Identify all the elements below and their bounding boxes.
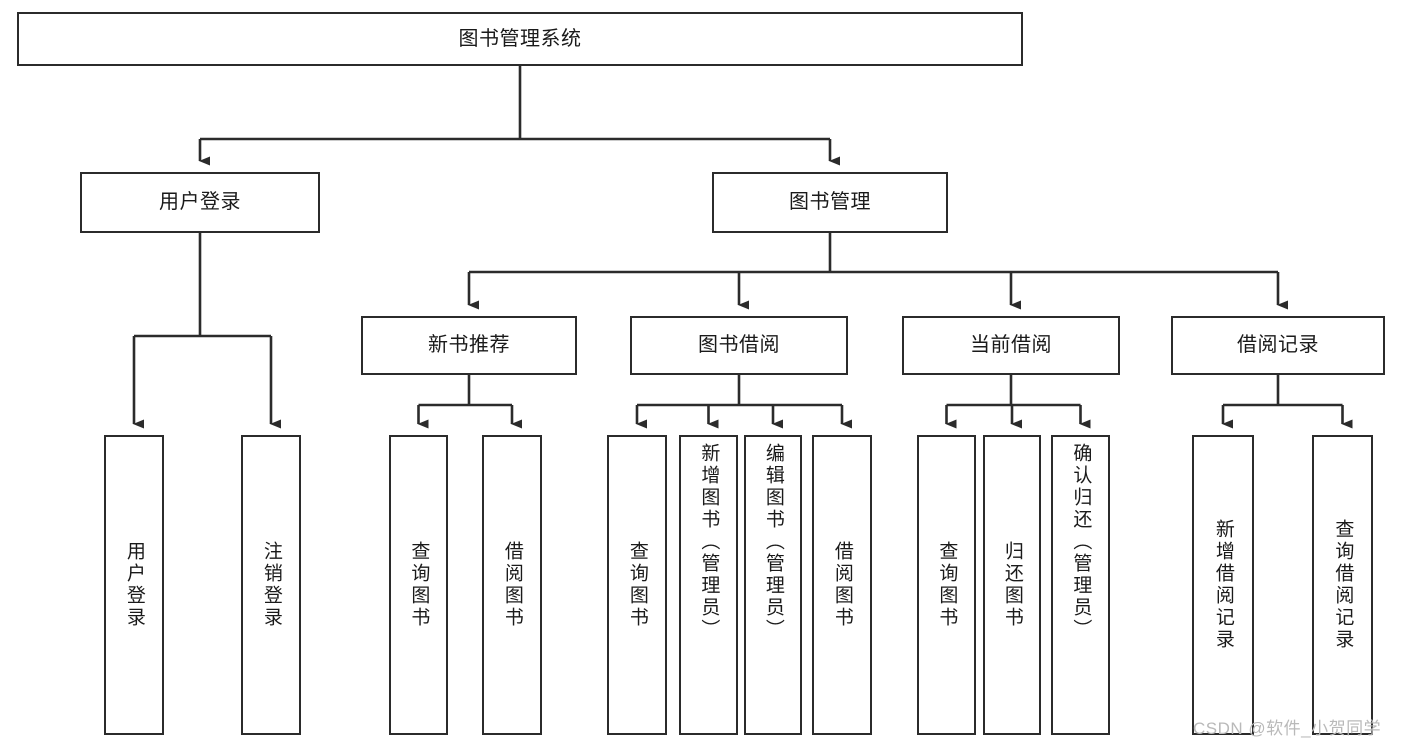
- leaf-borrow-borrow-book[interactable]: 借阅图书: [812, 435, 872, 735]
- leaf-current-query-book[interactable]: 查询图书: [917, 435, 976, 735]
- leaf-record-add-record-label: 新增借阅记录: [1212, 519, 1234, 651]
- node-book-borrow[interactable]: 图书借阅: [630, 316, 848, 375]
- leaf-user-logout[interactable]: 注销登录: [241, 435, 301, 735]
- leaf-borrow-edit-book[interactable]: 编辑图书（管理员）: [744, 435, 802, 735]
- node-current-borrow-label: 当前借阅: [970, 334, 1052, 356]
- leaf-current-confirm-return[interactable]: 确认归还（管理员）: [1051, 435, 1110, 735]
- leaf-borrow-add-book-label: 新增图书（管理员）: [698, 443, 720, 641]
- leaf-recommend-query-book[interactable]: 查询图书: [389, 435, 448, 735]
- node-borrow-record[interactable]: 借阅记录: [1171, 316, 1385, 375]
- node-borrow-record-label: 借阅记录: [1237, 334, 1319, 356]
- leaf-record-query-record[interactable]: 查询借阅记录: [1312, 435, 1373, 735]
- leaf-recommend-query-book-label: 查询图书: [408, 541, 430, 629]
- leaf-user-logout-label: 注销登录: [260, 541, 282, 629]
- leaf-current-return-book-label: 归还图书: [1001, 541, 1023, 629]
- node-book-borrow-label: 图书借阅: [698, 334, 780, 356]
- leaf-borrow-edit-book-label: 编辑图书（管理员）: [762, 443, 784, 641]
- leaf-recommend-borrow-book-label: 借阅图书: [501, 541, 523, 629]
- node-current-borrow[interactable]: 当前借阅: [902, 316, 1120, 375]
- leaf-user-login-label: 用户登录: [123, 541, 145, 629]
- node-new-book-recommendation-label: 新书推荐: [428, 334, 510, 356]
- leaf-borrow-query-book-label: 查询图书: [626, 541, 648, 629]
- leaf-current-confirm-return-label: 确认归还（管理员）: [1070, 443, 1092, 641]
- leaf-current-query-book-label: 查询图书: [936, 541, 958, 629]
- node-book-management[interactable]: 图书管理: [712, 172, 948, 233]
- leaf-recommend-borrow-book[interactable]: 借阅图书: [482, 435, 542, 735]
- leaf-current-return-book[interactable]: 归还图书: [983, 435, 1041, 735]
- leaf-user-login[interactable]: 用户登录: [104, 435, 164, 735]
- node-root-label: 图书管理系统: [458, 27, 582, 50]
- node-root[interactable]: 图书管理系统: [17, 12, 1023, 66]
- leaf-borrow-add-book[interactable]: 新增图书（管理员）: [679, 435, 738, 735]
- node-book-management-label: 图书管理: [789, 191, 871, 213]
- node-user-login[interactable]: 用户登录: [80, 172, 320, 233]
- node-user-login-label: 用户登录: [159, 191, 241, 213]
- leaf-borrow-query-book[interactable]: 查询图书: [607, 435, 667, 735]
- leaf-record-add-record[interactable]: 新增借阅记录: [1192, 435, 1254, 735]
- leaf-borrow-borrow-book-label: 借阅图书: [831, 541, 853, 629]
- leaf-record-query-record-label: 查询借阅记录: [1332, 519, 1354, 651]
- node-new-book-recommendation[interactable]: 新书推荐: [361, 316, 577, 375]
